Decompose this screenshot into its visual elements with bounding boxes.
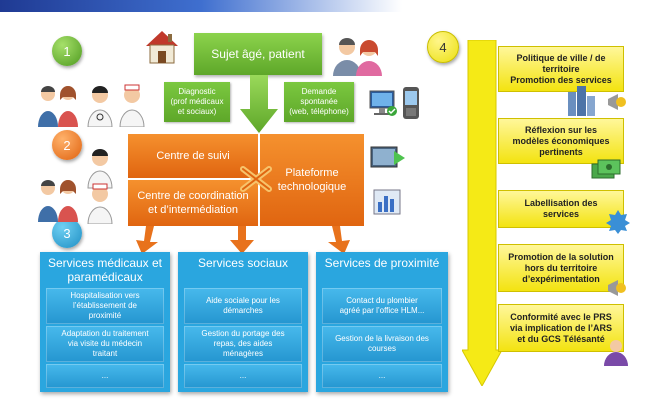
centre-coordination-box: Centre de coordination et d’intermédiati… bbox=[128, 180, 258, 226]
megaphone-icon bbox=[606, 92, 628, 112]
megaphone-icon-2 bbox=[606, 278, 628, 298]
services-proximite-column: Services de proximité Contact du plombie… bbox=[316, 252, 448, 392]
step-1-badge: 1 bbox=[52, 36, 82, 66]
service-item: ... bbox=[322, 364, 442, 388]
demande-box: Demande spontanée (web, téléphone) bbox=[284, 82, 354, 122]
right-box-labellisation: Labellisation des services bbox=[498, 190, 624, 228]
computer-icon bbox=[368, 88, 398, 118]
right-box-politique: Politique de ville / de territoire Promo… bbox=[498, 46, 624, 92]
money-icon bbox=[590, 158, 622, 184]
service-item: Gestion de la livraison des courses bbox=[322, 326, 442, 362]
person-icon bbox=[604, 338, 628, 366]
yellow-down-arrow bbox=[462, 40, 502, 386]
sync-arrows-icon bbox=[240, 164, 274, 194]
people-icon-2 bbox=[38, 146, 130, 224]
arrow-right-column bbox=[328, 226, 354, 254]
service-item: Gestion du portage des repas, des aides … bbox=[184, 326, 302, 362]
phone-icon bbox=[400, 86, 422, 120]
badge-icon bbox=[606, 210, 630, 234]
people-icon bbox=[38, 83, 156, 127]
services-sociaux-column: Services sociaux Aide sociale pour les d… bbox=[178, 252, 308, 392]
step-4-badge: 4 bbox=[427, 31, 459, 63]
couple-icon bbox=[330, 36, 386, 76]
top-banner bbox=[0, 0, 670, 12]
step-3-badge: 3 bbox=[52, 218, 82, 248]
house-icon bbox=[143, 28, 181, 66]
service-item: Hospitalisation vers l’établissement de … bbox=[46, 288, 164, 324]
diagnostic-box: Diagnostic (prof médicaux et sociaux) bbox=[164, 82, 230, 122]
column-title: Services médicaux et paramédicaux bbox=[47, 256, 163, 284]
city-icon bbox=[566, 84, 602, 118]
right-box-conformite: Conformité avec le PRS via implication d… bbox=[498, 304, 624, 352]
service-item: Adaptation du traitement via visite du m… bbox=[46, 326, 164, 362]
service-item: Contact du plombier agréé par l’office H… bbox=[322, 288, 442, 324]
arrow-middle-column bbox=[230, 226, 254, 254]
arrow-left-column bbox=[132, 226, 158, 254]
right-box-reflexion: Réflexion sur les modèles économiques pe… bbox=[498, 118, 624, 164]
video-screen-icon bbox=[370, 145, 406, 171]
plateforme-box: Plateforme technologique bbox=[260, 134, 364, 226]
column-title: Services de proximité bbox=[324, 256, 440, 270]
service-item: ... bbox=[184, 364, 302, 388]
patient-box: Sujet âgé, patient bbox=[194, 33, 322, 75]
services-medicaux-column: Services médicaux et paramédicaux Hospit… bbox=[40, 252, 170, 392]
centre-suivi-box: Centre de suivi bbox=[128, 134, 258, 178]
down-arrow bbox=[240, 75, 278, 133]
chart-screen-icon bbox=[372, 188, 404, 218]
right-box-promotion: Promotion de la solution hors du territo… bbox=[498, 244, 624, 292]
service-item: Aide sociale pour les démarches bbox=[184, 288, 302, 324]
column-title: Services sociaux bbox=[197, 256, 289, 270]
service-item: ... bbox=[46, 364, 164, 388]
step-2-badge: 2 bbox=[52, 130, 82, 160]
